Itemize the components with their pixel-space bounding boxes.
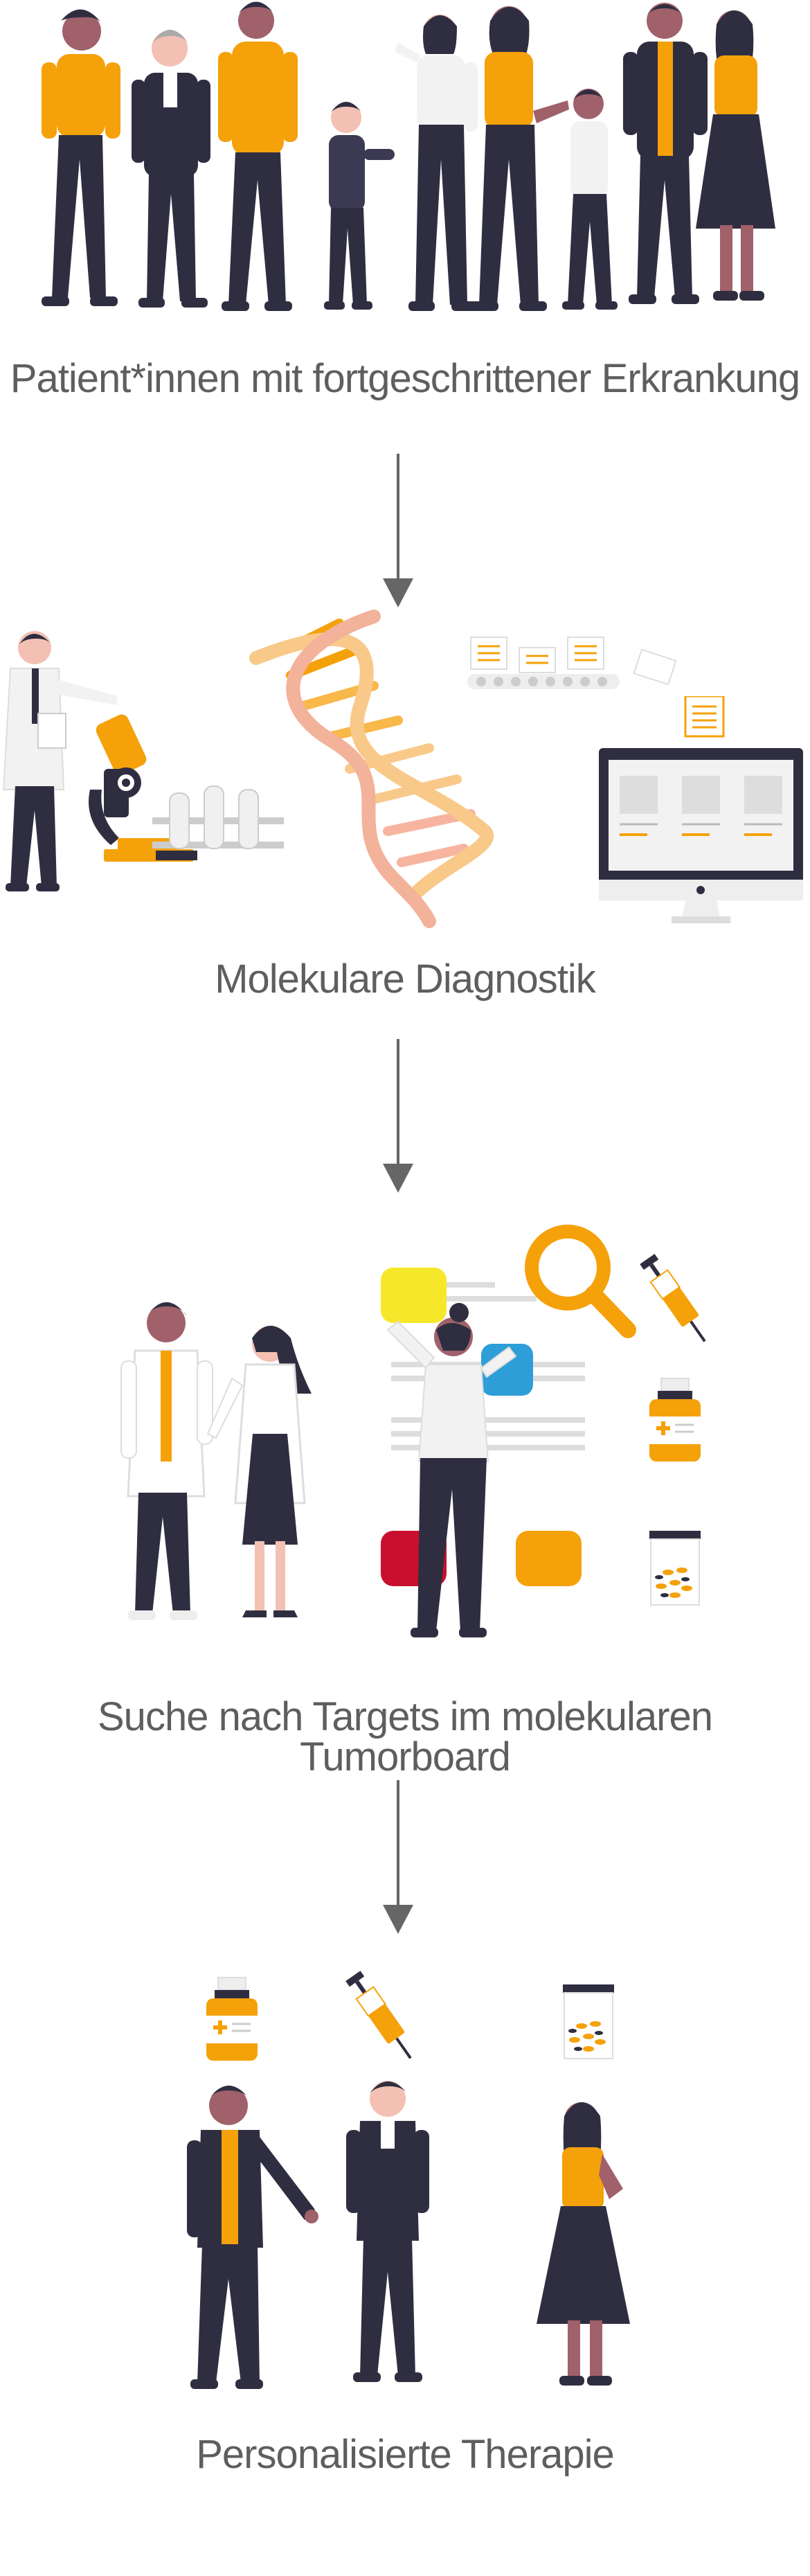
patients-illustration [187,2081,630,2389]
pill-jar-icon [563,1984,614,2059]
arrow-down [383,1039,413,1193]
arrow-down [383,1780,413,1934]
people-group-illustration [42,1,775,311]
arrow-down [383,454,413,607]
medicine-bottle-icon [649,1378,701,1462]
documents-illustration [467,637,677,707]
step-label-diagnostics: Molekulare Diagnostik [215,957,596,1002]
step-label-patients: Patient*innen mit fortgeschrittener Erkr… [10,356,800,401]
board-illustration [381,1225,636,1637]
syringe-icon [345,1971,412,2059]
monitor-illustration [599,696,803,923]
syringe-icon [640,1254,706,1342]
magnifier-icon [525,1225,636,1338]
step-label-therapy: Personalisierte Therapie [196,2432,615,2477]
doctors-illustration [120,1302,312,1620]
dna-helix-illustration [249,610,494,928]
pill-jar-icon [649,1531,701,1606]
step-label-tumorboard: Suche nach Targets im molekularen Tumorb… [98,1694,713,1779]
medicine-bottle-icon [206,1977,258,2061]
scientist-microscope-illustration [2,631,284,891]
